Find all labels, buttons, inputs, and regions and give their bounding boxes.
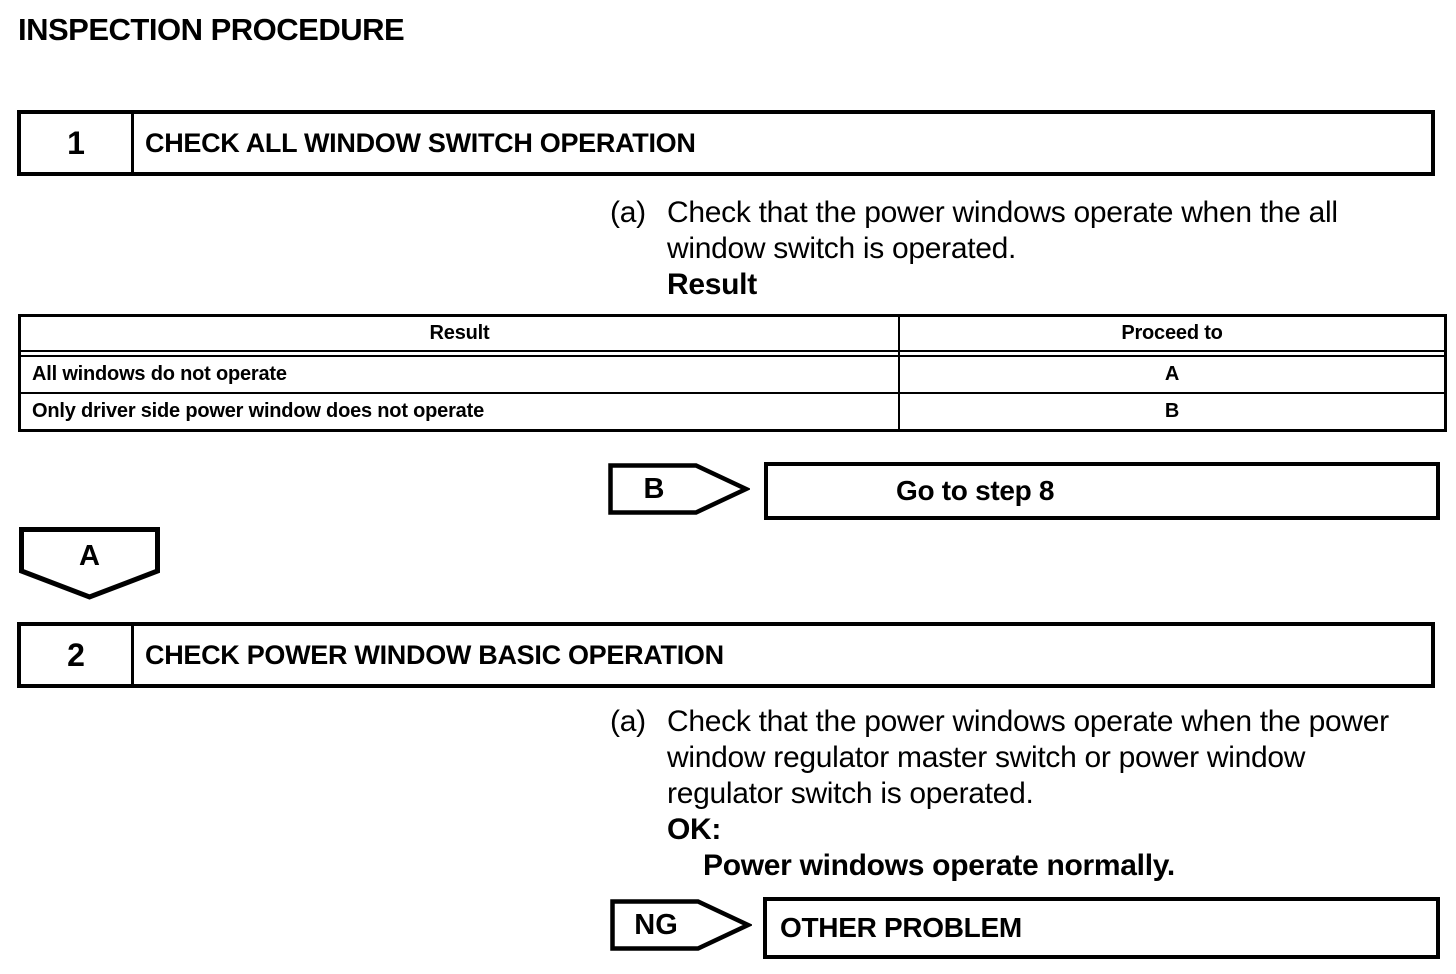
right-arrow-icon xyxy=(610,899,752,951)
instruction-line: Check that the power windows operate whe… xyxy=(667,705,1389,738)
step-2-header: 2 CHECK POWER WINDOW BASIC OPERATION xyxy=(17,622,1435,688)
down-pointer-icon xyxy=(19,527,160,600)
ok-criteria: Power windows operate normally. xyxy=(703,849,1175,882)
step-2-number: 2 xyxy=(21,626,134,684)
instruction-line: window regulator master switch or power … xyxy=(667,741,1306,774)
step-2-instructions: Check that the power windows operate whe… xyxy=(667,704,1389,884)
result-cell: Only driver side power window does not o… xyxy=(21,394,900,429)
proceed-cell: A xyxy=(1164,363,1180,385)
proceed-cell: B xyxy=(1164,400,1180,422)
connector-a: A xyxy=(19,527,160,600)
connector-ng: NG xyxy=(610,899,752,951)
result-table: Result Proceed to All windows do not ope… xyxy=(18,314,1447,432)
step-1-number: 1 xyxy=(21,114,134,172)
action-box-other-problem: OTHER PROBLEM xyxy=(763,897,1440,959)
table-header-proceed: Proceed to xyxy=(1121,322,1223,344)
table-header-row: Result Proceed to xyxy=(21,317,1444,352)
result-label: Result xyxy=(667,268,757,301)
step-2-title: CHECK POWER WINDOW BASIC OPERATION xyxy=(145,639,724,670)
action-box-go-to-step: Go to step 8 xyxy=(764,462,1440,520)
table-header-result: Result xyxy=(21,317,900,350)
table-row: Only driver side power window does not o… xyxy=(21,394,1444,429)
instruction-line: regulator switch is operated. xyxy=(667,777,1034,810)
instruction-line: window switch is operated. xyxy=(667,232,1017,265)
step-1-title: CHECK ALL WINDOW SWITCH OPERATION xyxy=(145,127,696,158)
step-1-item-marker: (a) xyxy=(610,196,646,229)
connector-b-label: B xyxy=(643,472,665,505)
connector-ng-label: NG xyxy=(634,908,678,941)
step-1-instructions: Check that the power windows operate whe… xyxy=(667,195,1338,303)
connector-a-label: A xyxy=(79,539,100,572)
instruction-line: Check that the power windows operate whe… xyxy=(667,196,1338,229)
step-1-header: 1 CHECK ALL WINDOW SWITCH OPERATION xyxy=(17,110,1435,176)
page-title: INSPECTION PROCEDURE xyxy=(18,12,405,47)
step-2-item-marker: (a) xyxy=(610,705,646,738)
result-cell: All windows do not operate xyxy=(21,357,900,392)
ok-label: OK: xyxy=(667,813,722,846)
table-row: All windows do not operate A xyxy=(21,357,1444,394)
connector-b: B xyxy=(608,463,750,515)
right-arrow-icon xyxy=(608,463,750,515)
table-double-rule xyxy=(21,352,1444,357)
